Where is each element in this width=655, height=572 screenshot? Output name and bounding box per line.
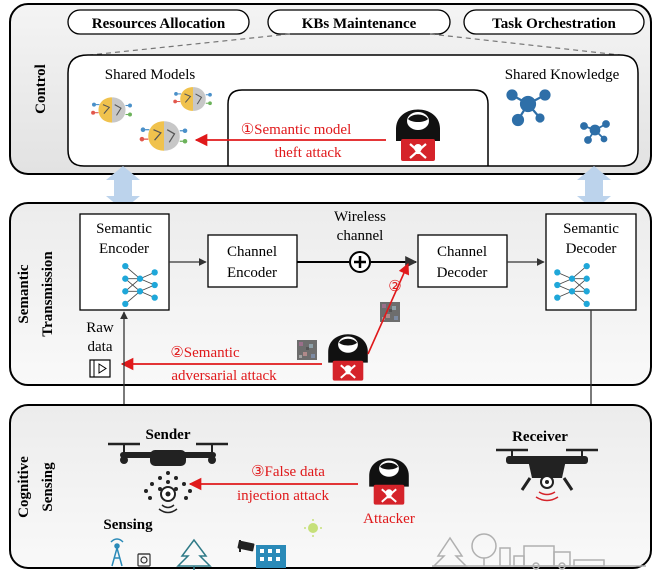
channel-encoder-label-line2: Encoder [227,265,277,281]
attack3-label-line1: ③False data [251,464,325,480]
semantic-decoder-label-line1: Semantic [563,221,619,237]
shared-models-label: Shared Models [105,67,196,83]
channel-adder-icon [349,251,371,273]
city-skyline-icon [432,533,646,570]
raw-data-label-line2: data [88,339,113,355]
surveillance-camera-icon [237,540,255,552]
semantic-decoder-label-line2: Decoder [566,241,617,257]
wireless-label-line2: channel [337,228,384,244]
tab-connectors [89,33,621,56]
semantic-decoder-box [545,213,637,311]
tab-kbs-maintenance-label: KBs Maintenance [302,16,417,32]
control-attack-zone [227,89,489,166]
attack2-label-line1: ②Semantic [170,345,240,361]
uplink-arrow-right [577,166,611,210]
sender-drone-icon [108,442,228,514]
sensing-band [9,404,652,569]
raw-data-label-line1: Raw [86,320,114,336]
channel-encoder-box [207,234,298,288]
tab-task-orchestration-label: Task Orchestration [492,16,616,32]
tab-task-orchestration [463,9,645,35]
tab-resources-allocation [67,9,250,35]
noise-pattern-icon [297,340,317,360]
attack1-label-line2: theft attack [274,145,342,161]
knowledge-graph-icon [506,89,551,127]
sensing-title-line1: Cognitive [16,456,32,518]
attacker-hacker-icon [368,457,410,506]
transmission-title-line1: Semantic [16,264,32,324]
attack3-label-line2: injection attack [237,488,330,504]
attack2-marker: ② [388,279,401,295]
sensing-title-line2: Sensing [40,462,56,512]
uplink-arrow-left [106,166,140,210]
tab-kbs-maintenance [267,9,451,35]
shared-knowledge-label: Shared Knowledge [505,67,620,83]
channel-decoder-box [417,234,508,288]
attack2-channel-arrow [367,262,410,355]
channel-decoder-label-line1: Channel [437,244,487,260]
knowledge-graph-icon [580,120,610,144]
sender-label: Sender [146,427,191,443]
semantic-encoder-label-line2: Encoder [99,241,149,257]
attacker-hacker-icon [394,108,442,163]
control-title: Control [33,64,49,114]
cell-tower-icon [110,538,124,567]
semantic-encoder-label-line1: Semantic [96,221,152,237]
transmission-title-line2: Transmission [40,251,56,337]
control-inner-area [67,54,639,167]
receiver-drone-icon [496,448,598,502]
tree-icon [176,538,212,570]
channel-encoder-label-line1: Channel [227,244,277,260]
receiver-label: Receiver [512,429,568,445]
building-icon [256,545,286,568]
sensing-label: Sensing [103,517,153,533]
sensor-device-icon [137,553,151,567]
video-file-icon [89,359,111,378]
attack2-label-line2: adversarial attack [171,368,277,384]
attacker-hacker-icon [327,333,369,382]
sun-icon [304,519,322,537]
attack1-label-line1: ①Semantic model [241,122,352,138]
wireless-label-line1: Wireless [334,209,386,225]
channel-decoder-label-line2: Decoder [437,265,488,281]
attacker-label: Attacker [363,511,415,527]
tab-resources-allocation-label: Resources Allocation [92,16,226,32]
